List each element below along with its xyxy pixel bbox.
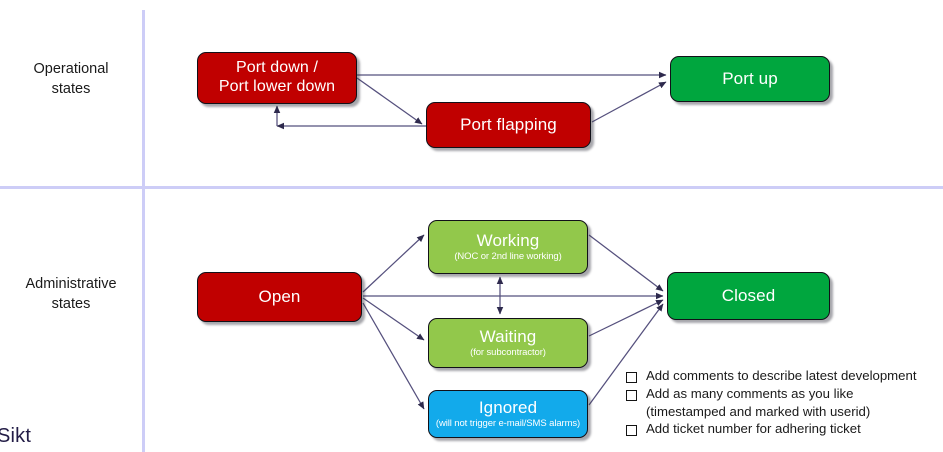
state-ignored[interactable]: Ignored (will not trigger e-mail/SMS ala…	[428, 390, 588, 438]
state-port-down-title: Port down / Port lower down	[218, 59, 336, 95]
brand-wordmark: Sikt	[0, 425, 32, 447]
arrow-waiting-to-closed	[588, 299, 664, 337]
state-port-down[interactable]: Port down / Port lower down	[197, 52, 357, 104]
row-label-operational-line1: Operational states	[33, 61, 109, 97]
horizontal-divider	[0, 186, 943, 189]
checkbox-icon	[626, 372, 637, 383]
state-working[interactable]: Working (NOC or 2nd line working)	[428, 220, 588, 274]
arrow-flapping-to-portup	[591, 81, 667, 123]
row-label-operational: Operational states	[2, 60, 140, 99]
vertical-divider	[142, 10, 145, 452]
state-waiting-subtitle: (for subcontractor)	[470, 346, 546, 358]
row-label-administrative-line1: Administrative states	[25, 276, 117, 312]
notes-list: Add comments to describe latest developm…	[626, 368, 941, 439]
list-item: Add ticket number for adhering ticket	[626, 421, 941, 438]
state-ignored-subtitle: (will not trigger e-mail/SMS alarms)	[435, 417, 581, 429]
state-working-title: Working	[476, 231, 540, 251]
note-text: (timestamped and marked with userid)	[646, 403, 871, 419]
state-port-up-title: Port up	[722, 69, 778, 89]
state-waiting-title: Waiting	[479, 327, 537, 347]
state-open-title: Open	[258, 287, 301, 307]
arrow-portdown-to-flapping	[356, 77, 423, 125]
state-closed[interactable]: Closed	[667, 272, 830, 320]
row-label-administrative: Administrative states	[2, 275, 140, 314]
note-text: Add ticket number for adhering ticket	[646, 421, 861, 437]
arrow-working-to-closed	[588, 234, 664, 292]
state-waiting[interactable]: Waiting (for subcontractor)	[428, 318, 588, 368]
note-text: Add comments to describe latest developm…	[646, 368, 917, 383]
state-closed-title: Closed	[721, 286, 776, 306]
note-text: Add as many comments as you like	[646, 385, 854, 401]
arrow-open-to-ignored	[362, 302, 425, 410]
list-item-continuation: (timestamped and marked with userid)	[626, 404, 941, 421]
state-port-flapping-title: Port flapping	[460, 115, 557, 135]
checkbox-icon	[626, 425, 637, 437]
state-working-subtitle: (NOC or 2nd line working)	[454, 250, 562, 262]
state-open[interactable]: Open	[197, 272, 362, 322]
arrow-open-to-waiting	[362, 297, 425, 341]
state-port-up[interactable]: Port up	[670, 56, 830, 102]
arrow-open-to-working	[362, 234, 425, 293]
list-item: Add as many comments as you like	[626, 386, 941, 403]
state-ignored-title: Ignored	[478, 398, 538, 418]
list-item: Add comments to describe latest developm…	[626, 368, 941, 385]
checkbox-icon	[626, 389, 637, 401]
state-port-flapping[interactable]: Port flapping	[426, 102, 591, 148]
